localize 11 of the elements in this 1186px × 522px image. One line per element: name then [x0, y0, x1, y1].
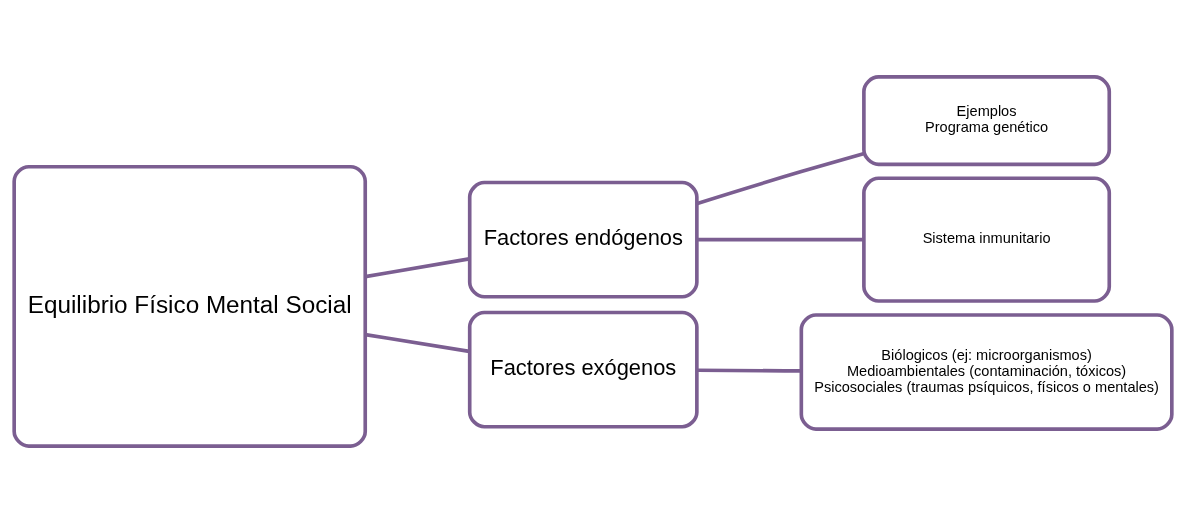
connector: [365, 332, 470, 353]
node-box: Biólogicos (ej: microorganismos) Medioambientales (contaminación, tóxicos) Psicosociales (traumas psíquicos, físicos o mentales): [799, 312, 1174, 431]
node-box: Ejemplos Programa genético: [862, 74, 1112, 166]
connector: [365, 256, 470, 278]
node-box: Equilibrio Físico Mental Social: [12, 164, 368, 448]
connector: [697, 237, 864, 241]
connector: [697, 367, 802, 373]
connector: [696, 151, 864, 205]
node-box: Factores exógenos: [467, 310, 699, 429]
node-box: Factores endógenos: [467, 180, 699, 299]
node-box: Sistema inmunitario: [862, 175, 1112, 303]
